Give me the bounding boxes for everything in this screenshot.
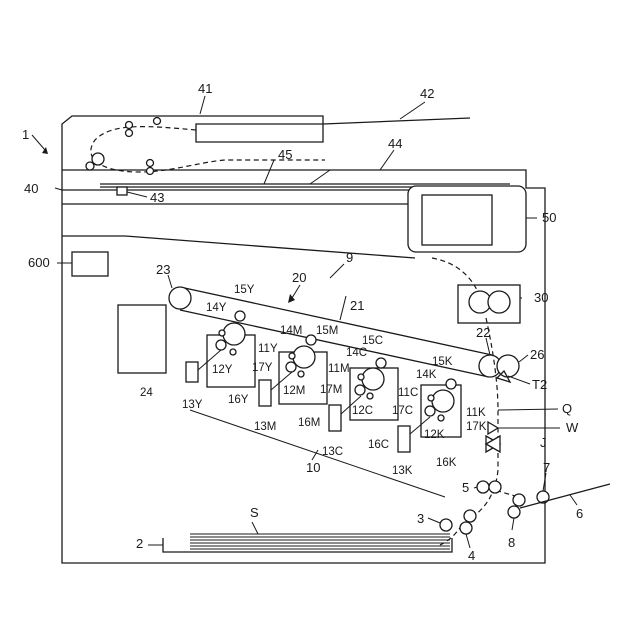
label-23: 23 <box>156 262 170 277</box>
sensors <box>486 422 560 452</box>
pointer-arrows <box>32 135 300 303</box>
label-14C: 14C <box>346 347 367 359</box>
label-3: 3 <box>417 511 424 526</box>
label-12C: 12C <box>352 405 373 417</box>
label-13Y: 13Y <box>182 399 203 411</box>
label-44: 44 <box>388 136 402 151</box>
label-6: 6 <box>576 506 583 521</box>
label-11C: 11C <box>398 387 418 399</box>
label-15K: 15K <box>432 356 453 368</box>
label-17K: 17K <box>466 421 487 433</box>
feed-rollers <box>440 481 549 534</box>
label-15C: 15C <box>362 335 383 347</box>
label-17Y: 17Y <box>252 362 273 374</box>
label-20: 20 <box>292 270 306 285</box>
label-16M: 16M <box>298 417 320 429</box>
label-13K: 13K <box>392 465 413 477</box>
label-15M: 15M <box>316 325 338 337</box>
label-16C: 16C <box>368 439 389 451</box>
controller-box <box>72 252 108 276</box>
label-T2: T2 <box>532 377 547 392</box>
label-11M: 11M <box>328 363 350 375</box>
label-41: 41 <box>198 81 212 96</box>
label-15Y: 15Y <box>234 284 255 296</box>
label-12Y: 12Y <box>212 364 233 376</box>
label-Q: Q <box>562 401 572 416</box>
label-2: 2 <box>136 536 143 551</box>
label-7: 7 <box>543 460 550 475</box>
label-14M: 14M <box>280 325 302 337</box>
label-40: 40 <box>24 181 38 196</box>
label-14K: 14K <box>416 369 437 381</box>
label-9: 9 <box>346 250 353 265</box>
fixing-unit <box>458 285 520 323</box>
label-600: 600 <box>28 255 50 270</box>
label-45: 45 <box>278 147 292 162</box>
label-17M: 17M <box>320 384 342 396</box>
label-S: S <box>250 505 259 520</box>
label-11K: 11K <box>466 407 486 419</box>
label-8: 8 <box>508 535 515 550</box>
label-13M: 13M <box>254 421 276 433</box>
label-43: 43 <box>150 190 164 205</box>
label-13C: 13C <box>322 446 343 458</box>
label-11Y: 11Y <box>258 343 278 355</box>
label-30: 30 <box>534 290 548 305</box>
label-1: 1 <box>22 127 29 142</box>
label-17C: 17C <box>392 405 413 417</box>
label-16K: 16K <box>436 457 457 469</box>
label-21: 21 <box>350 298 364 313</box>
label-10: 10 <box>306 460 320 475</box>
label-16Y: 16Y <box>228 394 249 406</box>
toner-container <box>118 305 166 373</box>
label-4: 4 <box>468 548 475 563</box>
label-12K: 12K <box>424 429 445 441</box>
label-14Y: 14Y <box>206 302 227 314</box>
operation-display <box>408 186 526 252</box>
label-W: W <box>566 420 579 435</box>
manual-feed-tray <box>520 484 610 508</box>
label-22: 22 <box>476 325 490 340</box>
label-24: 24 <box>140 387 153 399</box>
label-5: 5 <box>462 480 469 495</box>
paper-cassette <box>163 534 452 552</box>
label-26: 26 <box>530 347 544 362</box>
label-50: 50 <box>542 210 556 225</box>
label-12M: 12M <box>283 385 305 397</box>
label-J: J <box>540 435 547 450</box>
label-42: 42 <box>420 86 434 101</box>
